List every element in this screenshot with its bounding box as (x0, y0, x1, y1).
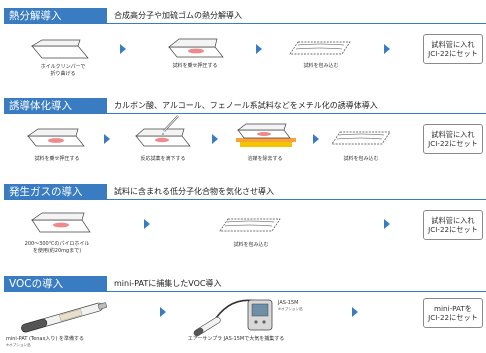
section-rule (107, 98, 486, 114)
end-step-box: mini-PATを JCI-22にセット (423, 298, 483, 328)
arrow-right-icon (384, 219, 390, 229)
section-rule (107, 8, 486, 24)
section-title: 誘導体化導入 (4, 98, 107, 114)
arrow-right-icon (352, 307, 358, 317)
arrow-right-icon (212, 134, 218, 144)
end-step-line2: JCI-22にセット (428, 49, 478, 58)
end-step-box: 試料管に入れ JCI-22にセット (423, 210, 483, 240)
section-rule (107, 276, 486, 292)
mini-pat-tube-illustration (21, 302, 107, 333)
end-step-line1: mini-PATを (434, 304, 472, 313)
caption-reagent: 反応試薬を滴下する (140, 156, 186, 162)
caption-fold-2: 折り曲げる (50, 71, 76, 77)
caption-option-note: ※オプション品 (6, 343, 31, 347)
end-step-line2: JCI-22にセット (428, 139, 478, 148)
caption-pyrofoil-2: を使用(約20mgまで) (32, 248, 82, 254)
foil-with-sample-illustration (26, 128, 85, 147)
caption-press: 試料を乗せ押圧する (172, 63, 218, 69)
arrow-right-icon (384, 44, 390, 54)
air-sampler-illustration (193, 299, 273, 337)
end-step-box: 試料管に入れ JCI-22にセット (423, 34, 483, 64)
caption-fold: ホイルクリンパーで (40, 64, 86, 70)
section-title: VOCの導入 (4, 276, 107, 292)
end-step-box: 試料管に入れ JCI-22にセット (423, 124, 483, 154)
caption-wrap: 試料を包み込む (303, 63, 339, 69)
end-step-line1: 試料管に入れ (431, 216, 475, 225)
pyrofoil-illustration (30, 212, 91, 233)
end-step-line1: 試料管に入れ (431, 40, 475, 49)
end-step-line1: 試料管に入れ (431, 130, 475, 139)
end-step-line2: JCI-22にセット (428, 313, 478, 322)
reagent-drop-illustration (135, 115, 191, 147)
caption-wrap: 試料を包み込む (233, 242, 269, 248)
arrow-right-icon (104, 134, 110, 144)
arrow-right-icon (313, 134, 319, 144)
wrapped-foil-illustration (289, 41, 351, 55)
arrow-right-icon (144, 219, 150, 229)
solvent-removal-illustration (236, 123, 296, 147)
section-title: 熱分解導入 (4, 8, 107, 24)
section-description: カルボン酸、アルコール、フェノール系試料などをメチル化の誘導体導入 (114, 101, 378, 110)
arrow-right-icon (160, 307, 166, 317)
caption-air-sampler: エアーサンプラ JAS-15Mで大気を捕集する (187, 336, 285, 342)
caption-mini-pat: mini-PAT (Tenax入り) を準備する (6, 336, 84, 342)
section-description: 合成高分子や加硫ゴムの熱分解導入 (114, 11, 242, 20)
wrapped-foil-illustration (331, 131, 391, 145)
foil-crimper-illustration (30, 39, 89, 59)
wrapped-foil-illustration (219, 218, 281, 232)
section-rule (107, 184, 486, 200)
caption-press: 試料を乗せ押圧する (34, 156, 80, 162)
caption-solvent: 溶媒を除去する (247, 156, 283, 162)
end-step-line2: JCI-22にセット (428, 225, 478, 234)
caption-wrap: 試料を包み込む (343, 156, 379, 162)
section-description: mini-PATに捕集したVOC導入 (114, 279, 222, 288)
section-description: 試料に含まれる低分子化合物を気化させ導入 (114, 187, 274, 196)
arrow-right-icon (120, 44, 126, 54)
arrow-right-icon (256, 44, 262, 54)
caption-jas-option-note: ※オプション品 (278, 307, 303, 311)
caption-pyrofoil: 200～300℃のパイロホイル (24, 241, 90, 247)
foil-with-sample-illustration (168, 38, 224, 58)
caption-jas-15m: JAS-15M (278, 300, 299, 306)
section-title: 発生ガスの導入 (4, 184, 107, 200)
